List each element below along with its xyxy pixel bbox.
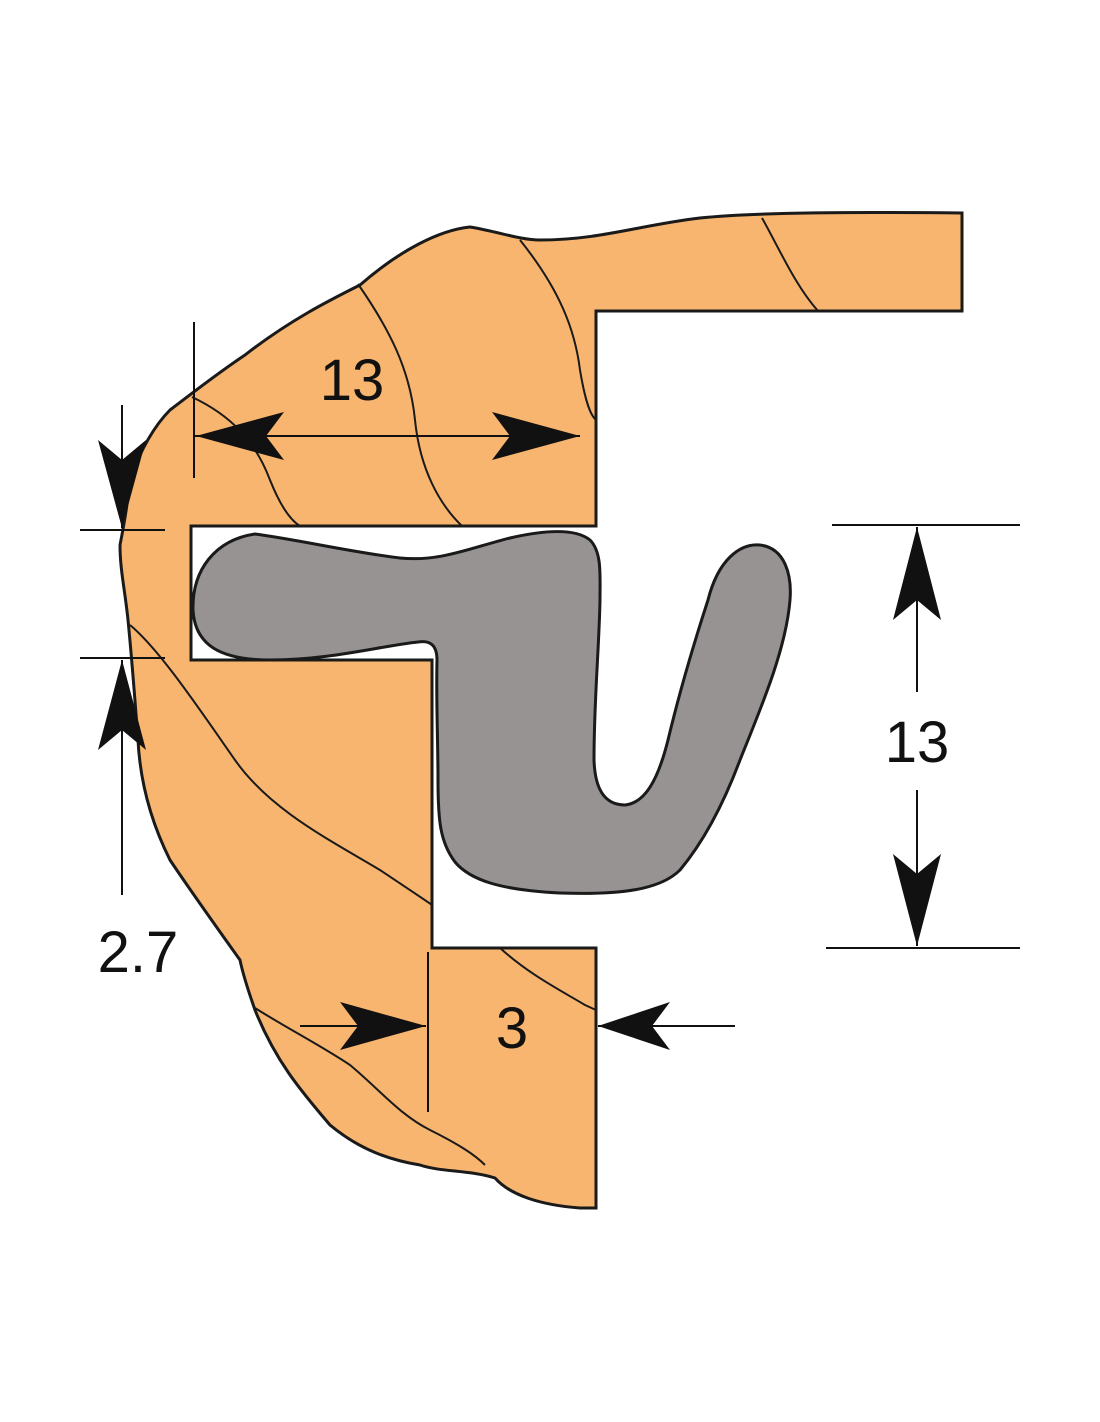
arrowhead-right-up	[893, 527, 941, 620]
arrowhead-bottom-left-pointing	[598, 1002, 670, 1050]
arrowhead-right-down	[893, 854, 941, 946]
wood-frame-section	[118, 211, 964, 1210]
arrowhead-left-down	[98, 440, 146, 528]
dimension-left-gap: 2.7	[80, 405, 178, 985]
grain-line-4	[761, 217, 819, 312]
dimension-bottom-width: 3	[300, 952, 735, 1112]
arrowhead-top-left	[196, 412, 284, 460]
wood-grain-lines	[129, 217, 819, 1166]
dimension-top-width: 13	[193, 322, 580, 478]
label-bottom-width: 3	[496, 996, 528, 1061]
grain-line-1	[191, 396, 301, 527]
grain-line-7	[499, 947, 597, 1011]
label-top-width: 13	[320, 348, 385, 413]
grain-line-5	[129, 624, 433, 906]
grain-line-6	[254, 1007, 486, 1166]
grain-line-2	[357, 283, 463, 527]
arrowhead-top-right	[492, 412, 580, 460]
arrowhead-bottom-right-pointing	[340, 1002, 426, 1050]
grain-line-3	[519, 239, 597, 421]
arrowhead-left-up	[98, 660, 146, 750]
label-right-height: 13	[885, 710, 950, 775]
label-left-gap: 2.7	[98, 920, 179, 985]
dimension-right-height: 13	[826, 524, 1020, 949]
rubber-seal-profile	[191, 530, 792, 895]
